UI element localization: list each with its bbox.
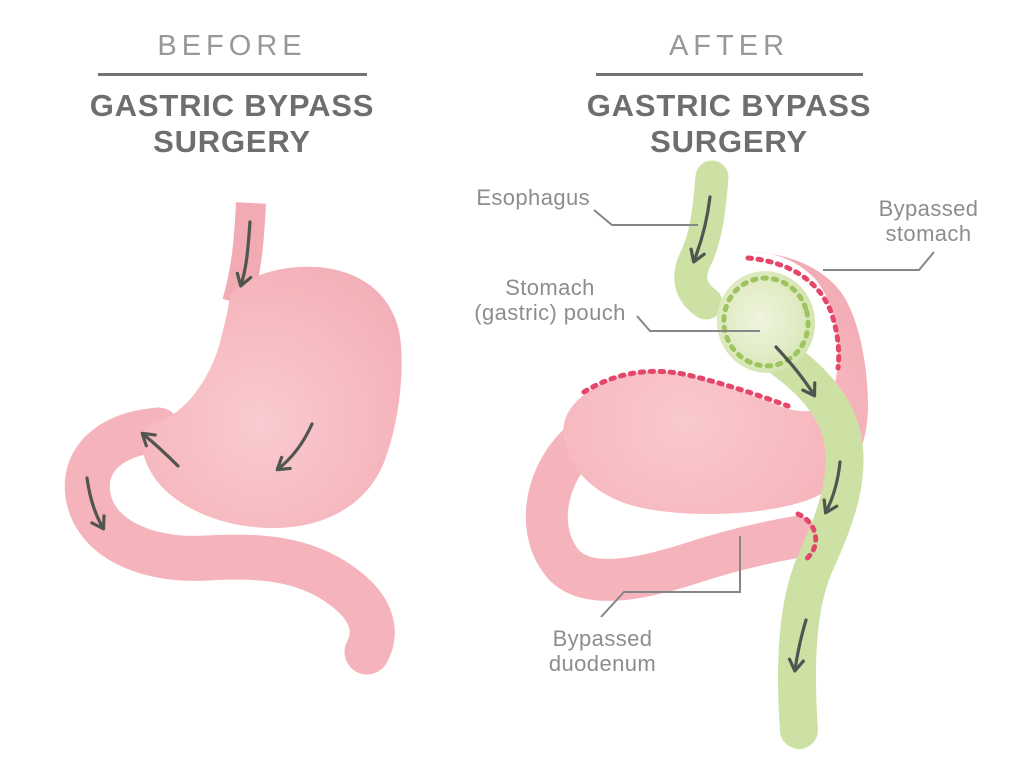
before-divider bbox=[97, 73, 367, 76]
suture-line-junction bbox=[795, 511, 819, 563]
after-divider bbox=[595, 73, 863, 76]
flow-arrow-lesser-curve bbox=[140, 431, 180, 468]
flow-arrow-stomach-body bbox=[275, 422, 314, 472]
stomach-pouch-label: Stomach (gastric) pouch bbox=[474, 275, 626, 325]
esophagus-label: Esophagus bbox=[476, 185, 590, 210]
after-bypassed-stomach-shape bbox=[563, 252, 868, 515]
flow-arrow-pouch-outlet bbox=[774, 345, 817, 398]
after-title-line1: GASTRIC BYPASS bbox=[586, 88, 872, 123]
before-diagram bbox=[64, 202, 402, 675]
bypassed-duodenum-label: Bypassed duodenum bbox=[548, 626, 657, 676]
leader-line-bypassed-duodenum bbox=[600, 536, 741, 618]
after-diagram bbox=[525, 160, 868, 749]
leader-line-bypassed-stomach bbox=[823, 251, 935, 271]
after-eyebrow: AFTER bbox=[668, 30, 790, 62]
bypassed-stomach-label: Bypassed stomach bbox=[878, 196, 979, 246]
flow-arrow-duodenum bbox=[85, 476, 106, 531]
leader-line-stomach-pouch bbox=[636, 315, 760, 332]
suture-line-pouch bbox=[721, 275, 811, 369]
before-title-line1: GASTRIC BYPASS bbox=[89, 88, 375, 123]
before-title-line2: SURGERY bbox=[153, 124, 311, 159]
flow-arrow-roux-bottom bbox=[787, 618, 808, 673]
leader-line-esophagus bbox=[593, 209, 698, 226]
suture-line-remnant-edge bbox=[581, 368, 791, 409]
before-intestine-shape bbox=[64, 407, 395, 675]
before-stomach-shape bbox=[142, 266, 402, 529]
before-header: BEFORE GASTRIC BYPASS SURGERY bbox=[52, 30, 412, 160]
suture-line-fundus bbox=[745, 255, 842, 371]
flow-arrow-after-esophagus bbox=[689, 195, 712, 264]
flow-arrow-esophagus bbox=[235, 220, 253, 288]
flow-arrow-roux-mid bbox=[822, 460, 842, 515]
after-header: AFTER GASTRIC BYPASS SURGERY bbox=[549, 30, 909, 160]
after-duodenum-shape bbox=[525, 415, 817, 601]
after-title-line2: SURGERY bbox=[650, 124, 808, 159]
after-gastric-pouch-shape bbox=[716, 271, 816, 373]
before-eyebrow: BEFORE bbox=[157, 30, 307, 62]
